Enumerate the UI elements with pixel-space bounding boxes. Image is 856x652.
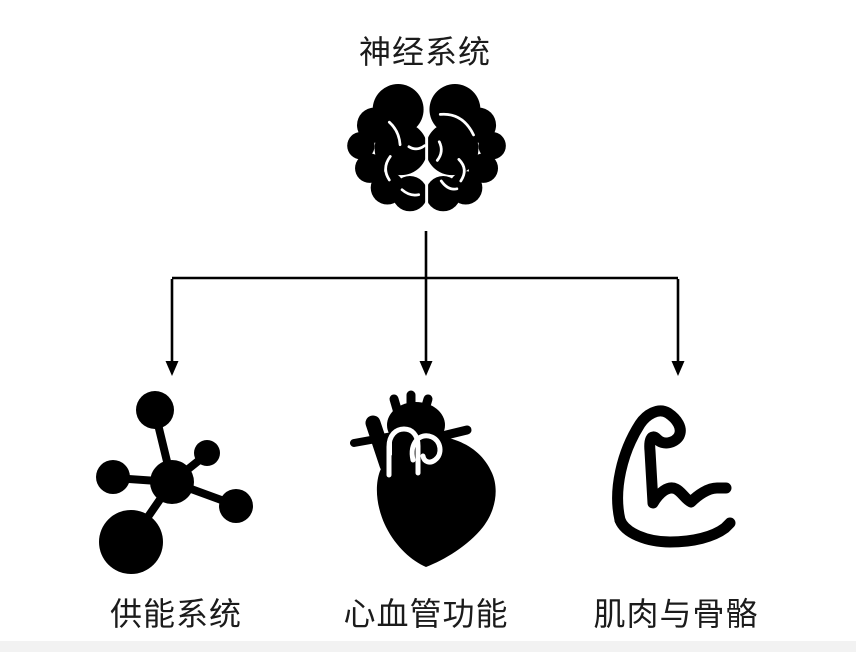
molecule-icon: [96, 391, 253, 574]
brain-icon: [347, 84, 506, 213]
arrowhead-right: [671, 361, 685, 376]
child-label-muscles-and-bones: 肌肉与骨骼: [593, 595, 759, 633]
bottom-edge-strip: [0, 641, 856, 652]
arrowhead-left: [165, 361, 179, 376]
child-label-cardiovascular-function: 心血管功能: [343, 595, 509, 633]
anatomical-heart-icon: [350, 390, 496, 567]
child-label-energy-system: 供能系统: [109, 595, 243, 633]
root-node-label: 神经系统: [358, 33, 492, 71]
flexed-biceps-icon: [612, 405, 736, 548]
arrowhead-center: [419, 361, 433, 376]
